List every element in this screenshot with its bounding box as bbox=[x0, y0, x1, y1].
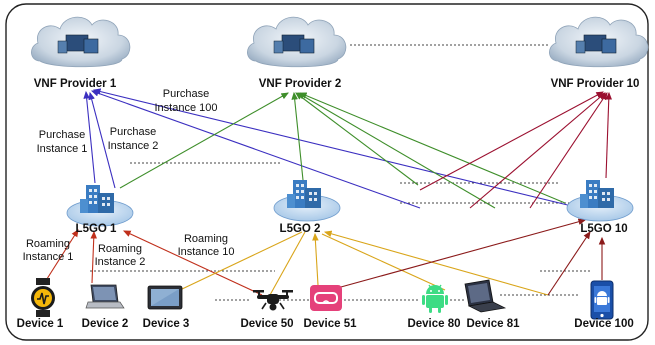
smartphone-icon bbox=[590, 280, 614, 320]
device-50-label: Device 50 bbox=[240, 318, 293, 330]
vnf-provider-2-cloud bbox=[247, 16, 347, 68]
smartwatch-icon bbox=[31, 278, 55, 317]
vnf-provider-10-cloud bbox=[549, 16, 649, 68]
building-icon bbox=[580, 180, 614, 208]
roaming-links-l5go1 bbox=[44, 229, 263, 296]
purchase-instance-1-line1: Purchase bbox=[39, 129, 85, 141]
roaming-instance-2-line1: Roaming bbox=[98, 243, 142, 255]
convertible-laptop-icon bbox=[464, 279, 507, 313]
drone-icon bbox=[253, 290, 293, 311]
roaming-instance-10-line1: Roaming bbox=[184, 233, 228, 245]
l5go-1-node bbox=[66, 185, 134, 227]
roaming-instance-2-line2: Instance 2 bbox=[95, 256, 146, 268]
dotted-lines bbox=[90, 44, 590, 301]
roaming-instance-1-line1: Roaming bbox=[26, 238, 70, 250]
device-81-label: Device 81 bbox=[466, 318, 520, 330]
building-icon bbox=[287, 180, 321, 208]
purchase-instance-2-line2: Instance 2 bbox=[108, 140, 159, 152]
android-icon bbox=[422, 284, 448, 313]
provider2-links bbox=[119, 91, 566, 209]
device-51-label: Device 51 bbox=[303, 318, 357, 330]
device-1-label: Device 1 bbox=[17, 318, 64, 330]
purchase-instance-100-line1: Purchase bbox=[163, 88, 209, 100]
l5go-10-label: L5GO 10 bbox=[580, 223, 627, 235]
purchase-instance-2-line1: Purchase bbox=[110, 126, 156, 138]
device51-links bbox=[329, 218, 606, 296]
l5go-2-label: L5GO 2 bbox=[280, 223, 321, 235]
provider1-links bbox=[83, 88, 581, 209]
vnf-provider-1-cloud bbox=[31, 16, 131, 68]
purchase-instance-1-line2: Instance 1 bbox=[37, 143, 88, 155]
l5go-2-node bbox=[273, 180, 341, 222]
building-icon bbox=[80, 185, 114, 213]
l5go2-device-links bbox=[179, 230, 549, 296]
roaming-instance-1-line2: Instance 1 bbox=[23, 251, 74, 263]
vr-headset-icon bbox=[310, 285, 342, 311]
diagram-frame bbox=[5, 3, 649, 341]
device-2-label: Device 2 bbox=[82, 318, 129, 330]
vnf-provider-10-label: VNF Provider 10 bbox=[551, 78, 640, 90]
l5go-1-label: L5GO 1 bbox=[76, 223, 118, 235]
device-3-label: Device 3 bbox=[143, 318, 190, 330]
provider10-links bbox=[419, 91, 613, 209]
purchase-instance-100-line2: Instance 100 bbox=[155, 102, 218, 114]
device-100-label: Device 100 bbox=[574, 318, 633, 330]
tablet-icon bbox=[147, 285, 183, 310]
vnf-provider-1-label: VNF Provider 1 bbox=[34, 78, 117, 90]
vnf-provider-2-label: VNF Provider 2 bbox=[259, 78, 341, 90]
roaming-instance-10-line2: Instance 10 bbox=[178, 246, 235, 258]
laptop-icon bbox=[85, 284, 125, 309]
l5go-10-node bbox=[566, 180, 634, 222]
device-80-label: Device 80 bbox=[407, 318, 460, 330]
